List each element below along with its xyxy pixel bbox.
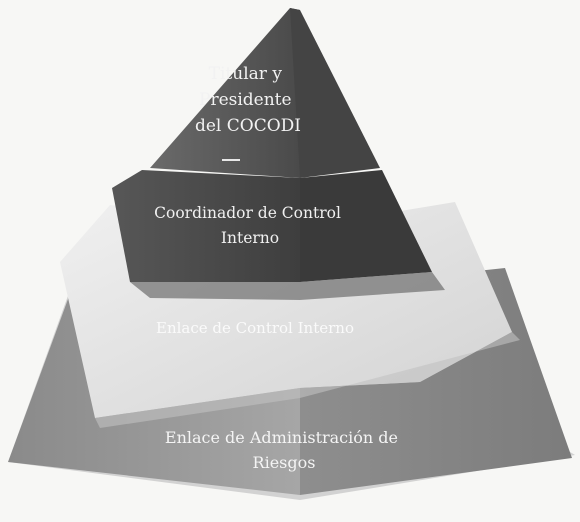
third-tier-label: Enlace de Control Interno xyxy=(156,319,354,337)
third-tier-line-1: Enlace de Control Interno xyxy=(156,319,354,337)
base-tier-label: Enlace de Administración de Riesgos xyxy=(165,428,403,472)
tier-top-face-right xyxy=(290,8,380,178)
tier-coord-face-right xyxy=(300,170,432,282)
coord-tier-line-1: Coordinador de Control xyxy=(154,204,341,222)
top-tier-line-2: Presidente xyxy=(199,90,292,110)
top-tier-line-1: Titular y xyxy=(209,64,283,84)
tier-top-face-left xyxy=(150,8,300,178)
tier-coord-lip xyxy=(130,272,445,300)
tier-top xyxy=(150,8,380,178)
tier-coord xyxy=(112,170,445,300)
base-tier-line-2: Riesgos xyxy=(253,453,316,472)
tier-third-underside xyxy=(95,332,520,428)
coord-tier-line-2: Interno xyxy=(221,229,279,247)
coord-tier-label: Coordinador de Control Interno xyxy=(154,204,346,247)
top-tier-label: Titular y Presidente del COCODI xyxy=(195,64,301,136)
top-tier-line-3: del COCODI xyxy=(195,116,301,136)
tier-coord-face-left xyxy=(112,170,300,282)
base-tier-line-1: Enlace de Administración de xyxy=(165,428,398,447)
